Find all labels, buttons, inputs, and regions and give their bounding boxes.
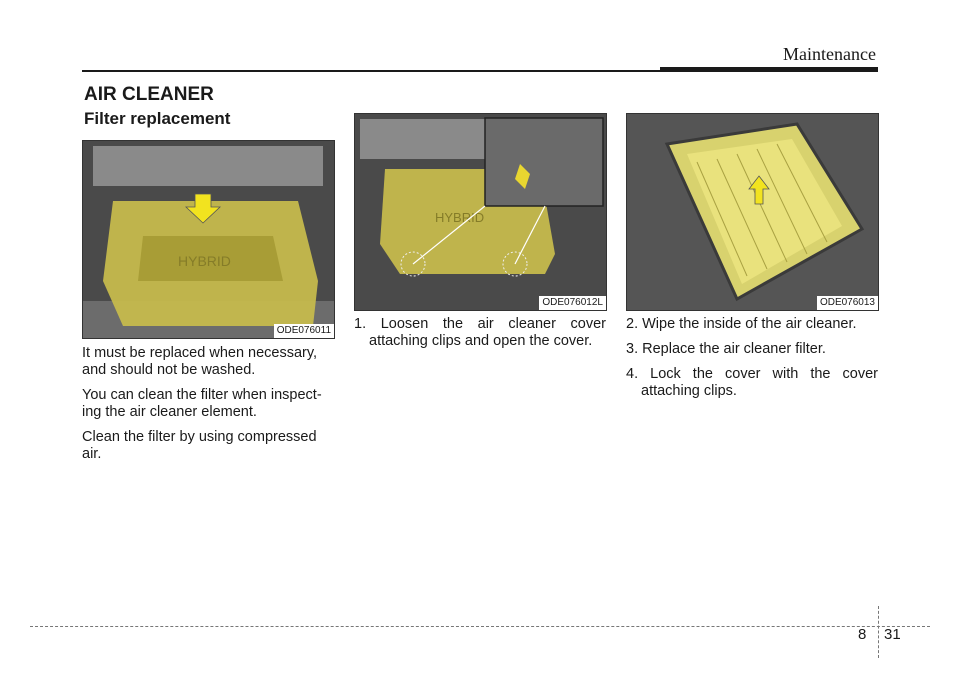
column-3-text: 2. Wipe the inside of the air cleaner. 3… [626, 316, 878, 408]
footer-dashed-divider [878, 606, 879, 658]
engine-cover-illustration: HYBRID [83, 141, 334, 338]
section-title: Maintenance [783, 44, 876, 64]
step-item: 1. Loosen the air cleaner cover attachin… [354, 316, 606, 349]
column-2-text: 1. Loosen the air cleaner cover attachin… [354, 316, 606, 358]
svg-text:HYBRID: HYBRID [178, 253, 231, 269]
step-item: 4. Lock the cover with the cover attachi… [626, 366, 878, 399]
column-1-text: It must be replaced when necessary, and … [82, 345, 334, 471]
figure-caption: ODE076012L [539, 296, 606, 310]
filter-illustration [627, 114, 878, 310]
svg-text:HYBRID: HYBRID [435, 210, 484, 225]
figure-caption: ODE076013 [816, 296, 878, 310]
sub-heading: Filter replacement [84, 109, 231, 128]
figure-caption: ODE076011 [273, 324, 334, 338]
footer-dashed-line [30, 626, 930, 627]
clips-illustration: HYBRID [355, 114, 606, 310]
header-rule [82, 70, 660, 72]
page-heading: AIR CLEANER [84, 84, 214, 105]
figure-engine-cover: HYBRID ODE076011 [82, 140, 335, 339]
figure-loosen-clips: HYBRID ODE076012L [354, 113, 607, 311]
paragraph: Clean the filter by using compressed air… [82, 429, 317, 462]
chapter-number: 8 [858, 626, 867, 643]
figure-filter: ODE076013 [626, 113, 879, 311]
paragraph: It must be replaced when necessary, and … [82, 345, 318, 378]
step-item: 2. Wipe the inside of the air cleaner. [626, 316, 857, 332]
page-number: 31 [884, 626, 901, 643]
step-item: 3. Replace the air cleaner filter. [626, 341, 826, 357]
header-rule-thick [660, 67, 878, 72]
paragraph: You can clean the filter when inspect-in… [82, 387, 322, 420]
